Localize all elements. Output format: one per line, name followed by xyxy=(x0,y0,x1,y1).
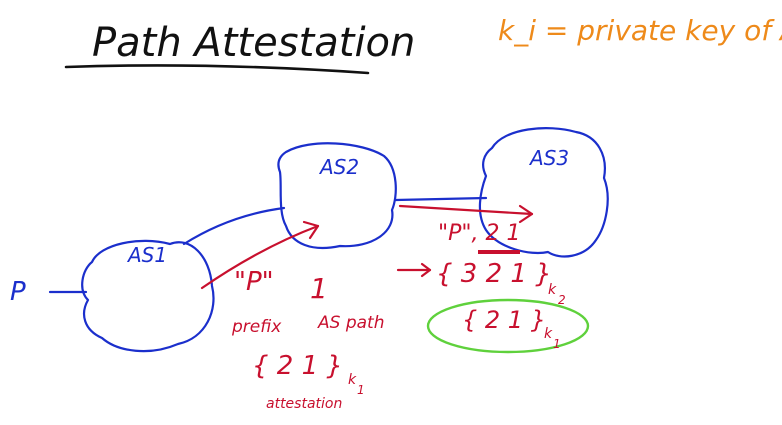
as2-as3-link xyxy=(394,196,488,202)
msg2-inner-attestation: { 2 1 } xyxy=(462,306,546,334)
as3-label: AS3 xyxy=(528,146,569,170)
as3-cloud xyxy=(478,127,609,258)
as2-label: AS2 xyxy=(318,155,359,179)
msg1-attestation-caption: attestation xyxy=(266,396,342,412)
msg1-as-path: 1 xyxy=(310,272,328,305)
as1-to-as2-arrowhead xyxy=(302,220,320,240)
as1-label: AS1 xyxy=(126,243,167,267)
msg1-attestation-key-sub: 1 xyxy=(357,383,365,397)
msg1-attestation-key: k xyxy=(348,372,357,388)
msg2-inner-key: k xyxy=(544,326,553,342)
msg1-prefix-caption: prefix xyxy=(231,317,282,337)
msg2-outer-attestation: { 3 2 1 } xyxy=(436,259,552,289)
key-note: k_i = private key of AS i xyxy=(498,14,782,47)
msg1-path-caption: AS path xyxy=(317,313,384,333)
msg2-inner-key-sub: 1 xyxy=(553,337,561,351)
msg1-attestation: { 2 1 } xyxy=(252,351,343,381)
msg2-outer-key: k xyxy=(548,282,557,298)
as2-to-as3-arrowhead xyxy=(518,204,534,224)
as1-as2-link xyxy=(182,206,286,246)
as2-cloud xyxy=(277,142,397,250)
msg2-pointer-arrowhead xyxy=(420,262,432,278)
as1-cloud xyxy=(81,239,215,353)
as2-to-as3-arrow xyxy=(398,204,534,216)
msg1-prefix: "P" xyxy=(234,267,274,297)
inner-attestation-highlight xyxy=(426,298,590,354)
title-underline xyxy=(64,64,370,75)
prefix-p-label: P xyxy=(10,277,26,307)
msg2-prefix-path: "P", 2 1 xyxy=(438,221,520,246)
page-title: Path Attestation xyxy=(92,20,415,66)
msg2-outer-key-sub: 2 xyxy=(558,293,566,307)
as1-to-as2-arrow xyxy=(200,224,320,290)
